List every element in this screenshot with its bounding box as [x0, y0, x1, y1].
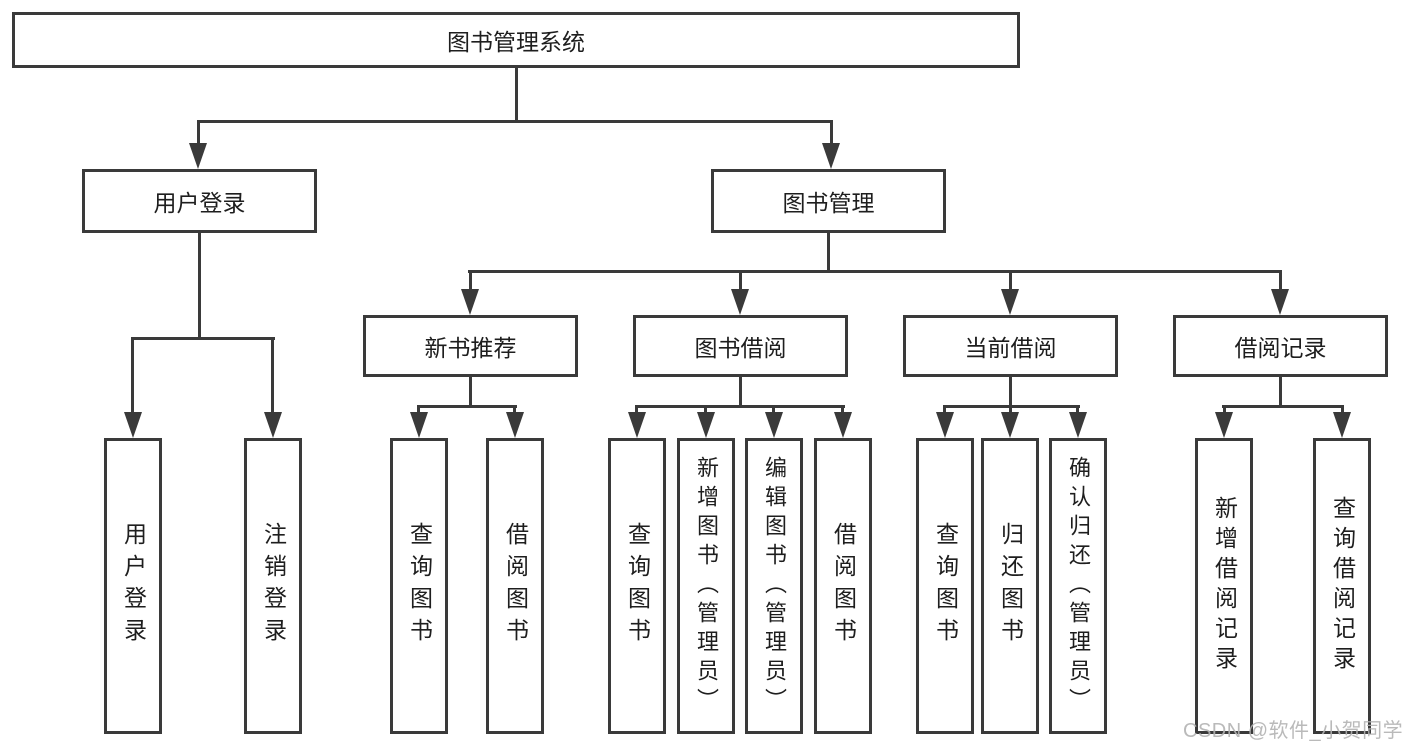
node-leaf-user-login: 用户登录 — [104, 438, 162, 734]
node-leaf-br-add-record-label: 新增借阅记录 — [1211, 496, 1238, 676]
node-new-book-recommend-label: 新书推荐 — [424, 335, 517, 361]
node-user-login: 用户登录 — [82, 169, 317, 233]
connector-line — [1223, 405, 1226, 414]
connector-line — [513, 405, 516, 414]
node-book-borrowing-label: 图书借阅 — [694, 335, 787, 361]
node-leaf-logout: 注销登录 — [244, 438, 302, 734]
connector-line — [704, 405, 707, 414]
connector-arrow — [1001, 412, 1019, 438]
connector-line — [469, 377, 472, 405]
node-book-management-label: 图书管理 — [782, 190, 875, 216]
node-root: 图书管理系统 — [12, 12, 1020, 68]
connector-line — [198, 233, 201, 337]
connector-line — [635, 405, 845, 408]
connector-arrow — [1215, 412, 1233, 438]
node-current-borrowing-label: 当前借阅 — [964, 335, 1057, 361]
node-leaf-br-query-record: 查询借阅记录 — [1313, 438, 1371, 734]
connector-arrow — [264, 412, 282, 438]
connector-arrow — [410, 412, 428, 438]
node-leaf-bb-borrow-books-label: 借阅图书 — [830, 522, 857, 650]
connector-arrow — [1001, 289, 1019, 315]
node-borrowing-records-label: 借阅记录 — [1234, 335, 1327, 361]
connector-line — [1222, 405, 1344, 408]
node-borrowing-records: 借阅记录 — [1173, 315, 1388, 377]
watermark: CSDN @软件_小贺同学 — [1183, 720, 1404, 742]
node-book-borrowing: 图书借阅 — [633, 315, 848, 377]
node-leaf-bb-edit-books-admin: 编辑图书（管理员） — [745, 438, 803, 734]
connector-arrow — [461, 289, 479, 315]
connector-line — [131, 337, 275, 340]
node-root-label: 图书管理系统 — [447, 29, 585, 55]
node-leaf-bb-edit-books-admin-label: 编辑图书（管理员） — [762, 455, 787, 717]
connector-line — [830, 120, 833, 145]
connector-line — [1009, 270, 1012, 291]
node-current-borrowing: 当前借阅 — [903, 315, 1118, 377]
connector-arrow — [1333, 412, 1351, 438]
connector-line — [469, 270, 472, 291]
connector-line — [1009, 405, 1012, 414]
node-leaf-nb-borrow-books: 借阅图书 — [486, 438, 544, 734]
node-leaf-cb-confirm-return-admin-label: 确认归还（管理员） — [1066, 455, 1091, 717]
connector-line — [1076, 405, 1079, 414]
node-leaf-bb-borrow-books: 借阅图书 — [814, 438, 872, 734]
node-leaf-cb-query-books-label: 查询图书 — [932, 522, 959, 650]
connector-arrow — [1069, 412, 1087, 438]
node-leaf-br-query-record-label: 查询借阅记录 — [1329, 496, 1356, 676]
node-leaf-bb-add-books-admin-label: 新增图书（管理员） — [694, 455, 719, 717]
connector-line — [1341, 405, 1344, 414]
connector-line — [271, 337, 274, 413]
connector-line — [417, 405, 420, 414]
connector-line — [515, 68, 518, 120]
connector-arrow — [189, 143, 207, 169]
connector-line — [1279, 377, 1282, 405]
connector-line — [131, 337, 134, 413]
connector-line — [739, 270, 742, 291]
node-book-management: 图书管理 — [711, 169, 946, 233]
connector-line — [197, 120, 200, 145]
connector-line — [635, 405, 638, 414]
node-leaf-br-add-record: 新增借阅记录 — [1195, 438, 1253, 734]
connector-line — [417, 405, 517, 408]
connector-line — [943, 405, 946, 414]
connector-arrow — [731, 289, 749, 315]
connector-arrow — [765, 412, 783, 438]
connector-arrow — [822, 143, 840, 169]
node-leaf-bb-query-books: 查询图书 — [608, 438, 666, 734]
connector-arrow — [1271, 289, 1289, 315]
node-leaf-user-login-label: 用户登录 — [120, 522, 147, 650]
connector-line — [739, 377, 742, 405]
connector-arrow — [506, 412, 524, 438]
connector-line — [772, 405, 775, 414]
node-leaf-nb-query-books-label: 查询图书 — [406, 522, 433, 650]
node-leaf-cb-return-books: 归还图书 — [981, 438, 1039, 734]
node-user-login-label: 用户登录 — [153, 190, 246, 216]
connector-line — [197, 120, 833, 123]
node-leaf-nb-query-books: 查询图书 — [390, 438, 448, 734]
node-leaf-cb-confirm-return-admin: 确认归还（管理员） — [1049, 438, 1107, 734]
connector-arrow — [124, 412, 142, 438]
node-leaf-nb-borrow-books-label: 借阅图书 — [502, 522, 529, 650]
node-leaf-bb-query-books-label: 查询图书 — [624, 522, 651, 650]
connector-line — [468, 270, 1282, 273]
connector-arrow — [697, 412, 715, 438]
connector-line — [1279, 270, 1282, 291]
connector-arrow — [628, 412, 646, 438]
node-leaf-cb-query-books: 查询图书 — [916, 438, 974, 734]
node-leaf-logout-label: 注销登录 — [260, 522, 287, 650]
node-leaf-cb-return-books-label: 归还图书 — [997, 522, 1024, 650]
connector-arrow — [834, 412, 852, 438]
node-new-book-recommend: 新书推荐 — [363, 315, 578, 377]
connector-line — [841, 405, 844, 414]
connector-line — [827, 233, 830, 270]
connector-arrow — [936, 412, 954, 438]
connector-line — [1009, 377, 1012, 405]
node-leaf-bb-add-books-admin: 新增图书（管理员） — [677, 438, 735, 734]
